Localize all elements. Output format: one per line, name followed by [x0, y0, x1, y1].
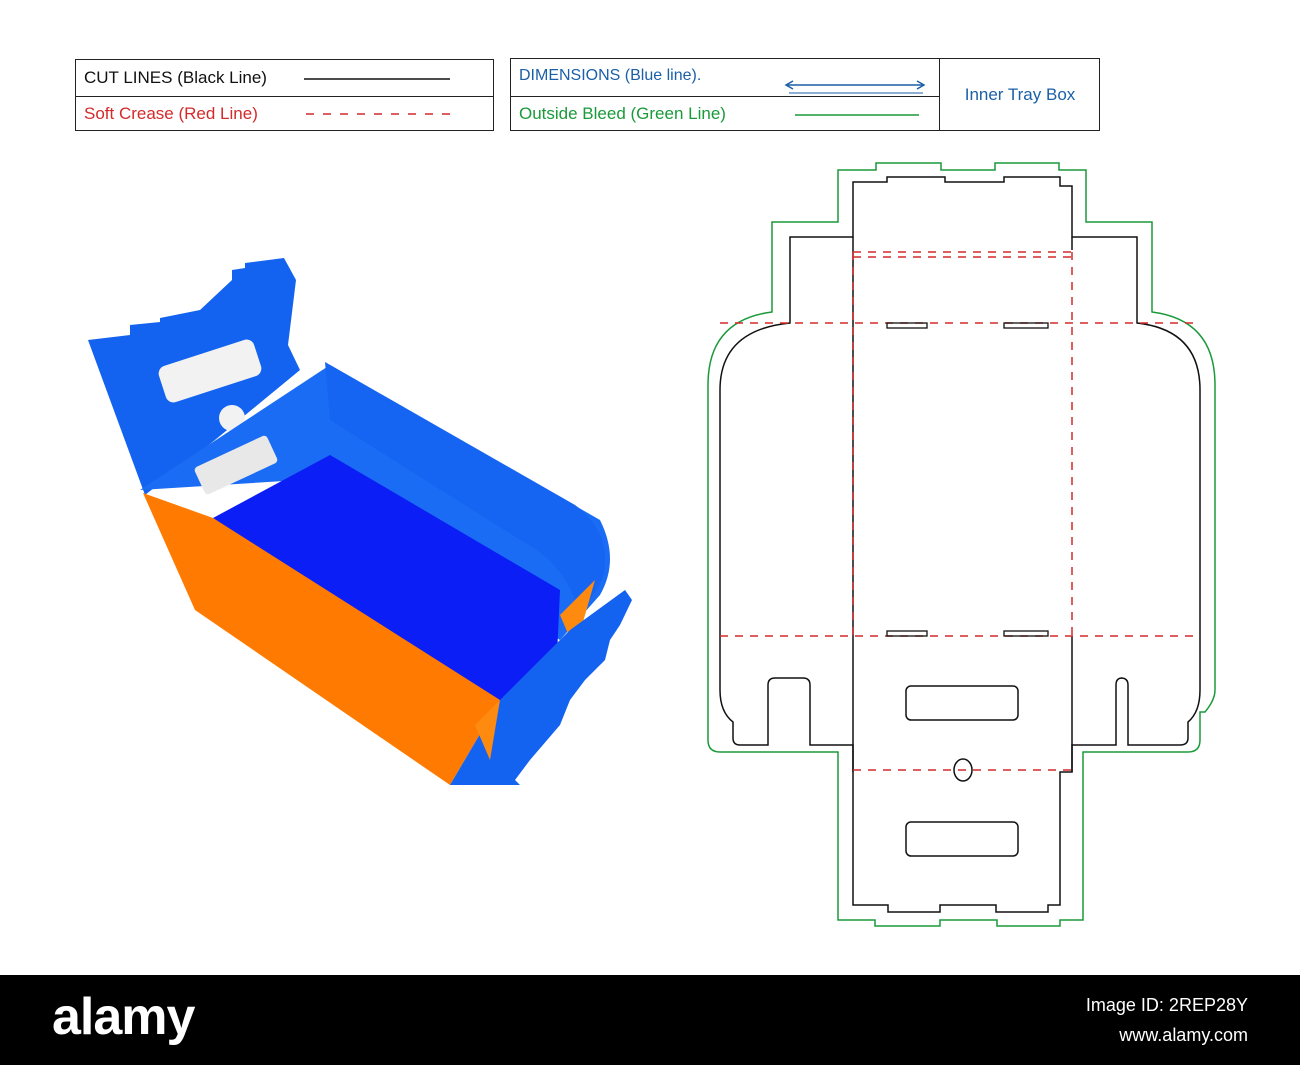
- legend-soft-crease-label: Soft Crease (Red Line): [84, 103, 258, 123]
- footer-url: www.alamy.com: [1119, 1025, 1248, 1045]
- slot-upper-right: [1003, 322, 1049, 329]
- dieline: [707, 162, 1216, 927]
- dieline-window-upper: [905, 685, 1019, 721]
- box-type-title: Inner Tray Box: [964, 84, 1076, 104]
- slot-lower-left: [886, 630, 928, 637]
- bleed-line-sample: [795, 114, 919, 116]
- hanger-hole: [219, 405, 245, 431]
- cut-line-sample: [304, 78, 450, 80]
- footer-image-id: Image ID: 2REP28Y: [1085, 995, 1248, 1015]
- hanger-window: [158, 339, 262, 403]
- dieline-window-lower: [905, 821, 1019, 857]
- box-rim: [325, 362, 606, 600]
- footer-brand-logo: alamy: [52, 988, 195, 1046]
- box-inner-fold-orange: [475, 700, 500, 760]
- crease-line-sample: [306, 113, 452, 115]
- box-front-flap: [450, 590, 632, 785]
- box-side-wall-orange: [143, 493, 500, 785]
- legend-row-dimensions: DIMENSIONS (Blue line).: [511, 59, 939, 97]
- inner-tab-window: [194, 435, 278, 495]
- box-3d-render: [88, 258, 632, 785]
- legend-row-outside-bleed: Outside Bleed (Green Line): [511, 96, 939, 131]
- artwork-canvas: [88, 162, 1216, 927]
- slot-upper-left: [886, 322, 928, 329]
- dimension-arrow-sample: [784, 80, 926, 94]
- legend-table-dimensions: DIMENSIONS (Blue line). Outside Bleed (G…: [510, 58, 1100, 131]
- legend-table-lines: CUT LINES (Black Line) Soft Crease (Red …: [75, 59, 494, 131]
- slot-lower-right: [1003, 630, 1049, 637]
- legend-cut-lines-label: CUT LINES (Black Line): [84, 68, 267, 87]
- bleed-outline: [707, 162, 1216, 927]
- dieline-hanger-hole: [953, 758, 973, 782]
- cut-outline: [719, 176, 1201, 913]
- footer-bar: alamy Image ID: 2REP28Y www.alamy.com: [0, 975, 1300, 1065]
- legend-divider: [939, 59, 940, 130]
- legend-dimensions-label: DIMENSIONS (Blue line).: [519, 66, 702, 84]
- box-inner-floor: [213, 455, 560, 705]
- legend-outside-bleed-label: Outside Bleed (Green Line): [519, 103, 726, 123]
- legend-row-soft-crease: Soft Crease (Red Line): [76, 96, 493, 131]
- legend-row-cut-lines: CUT LINES (Black Line): [76, 60, 493, 97]
